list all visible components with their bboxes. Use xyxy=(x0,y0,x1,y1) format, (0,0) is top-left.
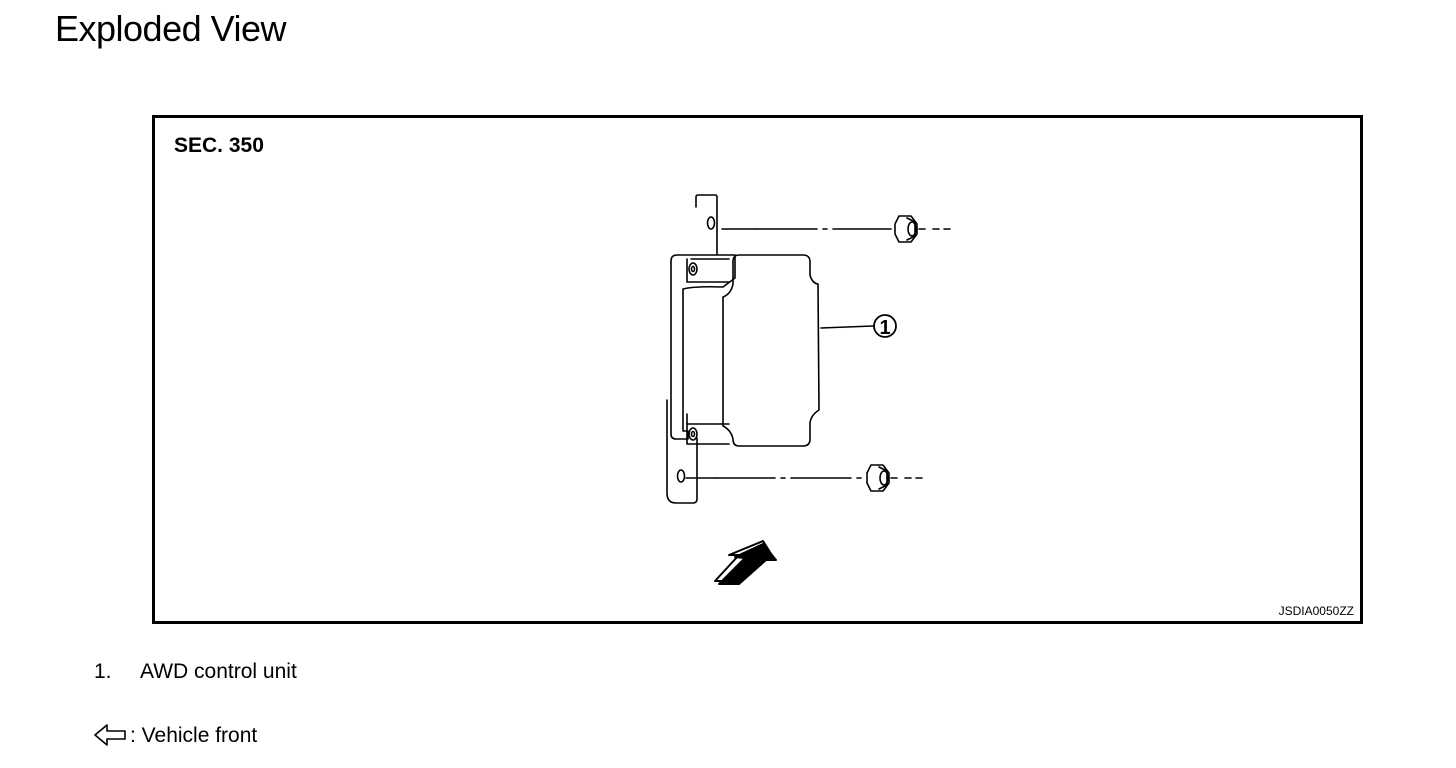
legend-item-label: AWD control unit xyxy=(140,660,297,683)
lower-bracket xyxy=(666,399,698,504)
upper-bracket-hole xyxy=(706,216,716,230)
legend-item: 1. AWD control unit xyxy=(94,660,297,684)
lower-nut xyxy=(866,464,924,492)
control-unit-case xyxy=(722,254,820,447)
callout-1-circle xyxy=(873,314,897,338)
callout-1-number: 1 xyxy=(879,317,890,339)
figure-code: JSDIA0050ZZ xyxy=(1278,604,1354,618)
vehicle-front-legend: : Vehicle front xyxy=(94,724,257,748)
lower-screw xyxy=(688,427,698,441)
callout-1-leader xyxy=(820,325,874,329)
upper-bracket xyxy=(695,194,718,255)
lower-bracket-hole xyxy=(676,469,686,483)
page-title: Exploded View xyxy=(55,8,287,49)
exploded-diagram: 1 xyxy=(666,194,954,585)
upper-screw xyxy=(688,262,698,276)
figure-frame: SEC. 350 xyxy=(152,115,1363,624)
control-unit-plate xyxy=(670,254,736,440)
section-label: SEC. 350 xyxy=(174,134,264,157)
upper-nut xyxy=(894,215,954,243)
legend-item-number: 1. xyxy=(94,660,112,683)
outline-arrow-left-icon xyxy=(94,724,126,746)
upper-screw-pocket xyxy=(686,258,730,283)
vehicle-front-arrow xyxy=(714,540,777,585)
vehicle-front-label: : Vehicle front xyxy=(130,724,258,747)
